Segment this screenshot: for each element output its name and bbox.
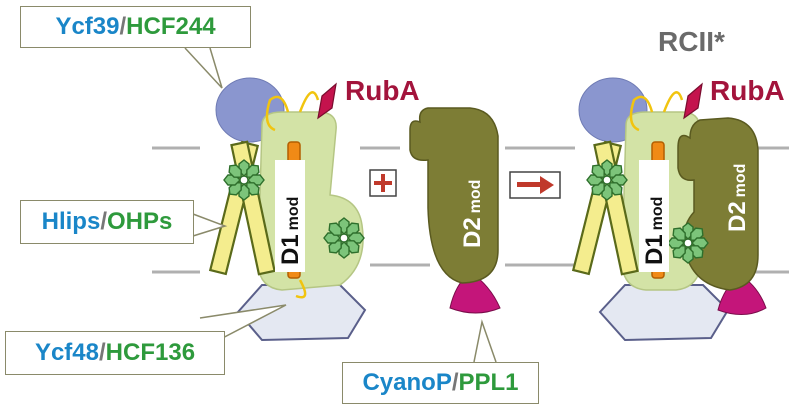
chlorophyll-icon: [223, 159, 265, 201]
arrow-right-icon: [509, 171, 561, 199]
ohps-label: OHPs: [107, 208, 173, 235]
d2-label-right: D2: [724, 201, 751, 232]
chlorophyll-icon: [667, 222, 709, 264]
d2-body: [409, 107, 499, 284]
slash: /: [119, 13, 127, 40]
left-complex: D1 mod: [208, 77, 367, 342]
ycf48-label: Ycf48: [34, 339, 99, 366]
ycf48-protein-right: [598, 284, 730, 342]
svg-text:D1mod: D1 mod: [277, 197, 304, 265]
d2-sub-right: mod: [732, 164, 749, 198]
slash: /: [100, 208, 107, 235]
svg-text:D2mod: D2 mod: [459, 180, 486, 248]
membrane-lines: [152, 146, 789, 274]
ruba-label-left: RubA: [345, 75, 420, 106]
ycf39-hcf244-callout: Ycf39/HCF244: [20, 6, 251, 48]
svg-text:D2mod: D2 mod: [724, 164, 751, 232]
chlorophyll-icon: [586, 159, 628, 201]
ycf39-label: Ycf39: [55, 13, 120, 40]
hcf136-label: HCF136: [105, 339, 196, 366]
ruba-protein-right: [683, 82, 703, 120]
right-complex: D1 mod D2 mod: [571, 77, 767, 342]
chlorophyll-icon: [323, 217, 365, 259]
d2-sub-left: mod: [467, 180, 484, 214]
d2-complex-alone: D2 mod: [409, 107, 501, 314]
d1-label-left: D1: [277, 234, 304, 265]
d1-sub-left: mod: [285, 197, 302, 231]
ppl1-label: PPL1: [458, 369, 519, 396]
rcii-label: RCII*: [658, 26, 725, 57]
d2-label-left: D2: [459, 217, 486, 248]
ycf48-hcf136-callout: Ycf48/HCF136: [5, 331, 225, 375]
d1-label-right: D1: [641, 234, 668, 265]
ruba-label-right: RubA: [710, 75, 785, 106]
hcf244-label: HCF244: [126, 13, 216, 40]
hlips-label: Hlips: [41, 208, 101, 235]
slash: /: [451, 369, 459, 396]
cyanop-ppl1-callout: CyanoP/PPL1: [342, 362, 539, 404]
plus-icon: [369, 169, 397, 197]
svg-text:D1mod: D1 mod: [641, 197, 668, 265]
cyanop-label: CyanoP: [362, 369, 452, 396]
slash: /: [99, 339, 106, 366]
ruba-protein-left: [317, 82, 337, 120]
d1-sub-right: mod: [649, 197, 666, 231]
hlips-ohps-callout: Hlips/OHPs: [20, 200, 194, 244]
